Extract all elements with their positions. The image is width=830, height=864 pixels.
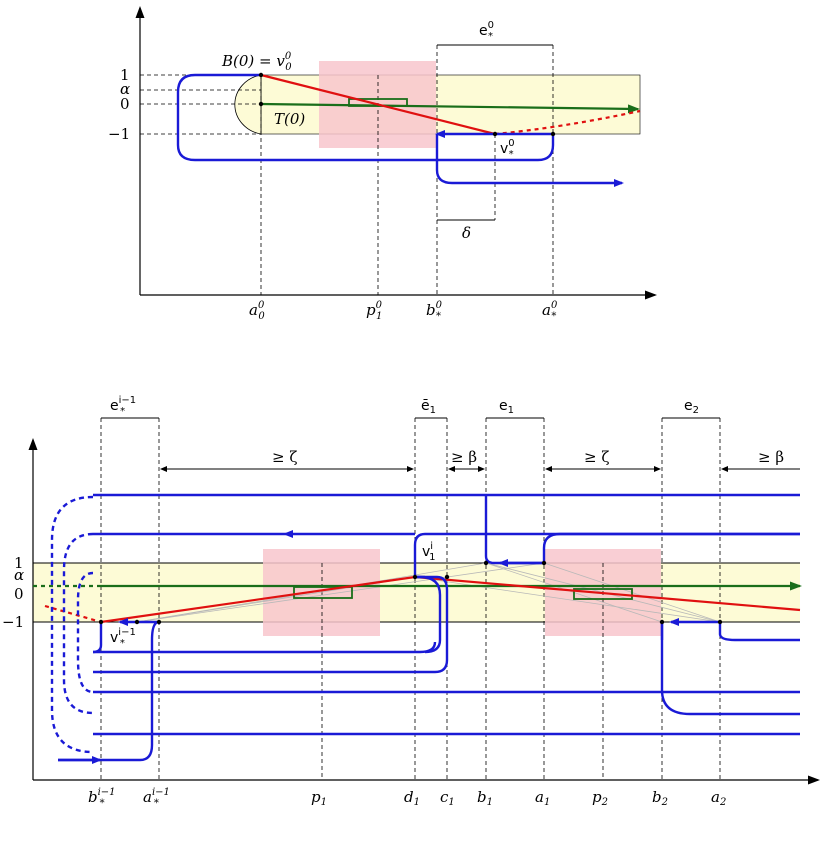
top-ytick-alpha: α [120, 80, 130, 98]
top-delta-label: δ [462, 224, 471, 242]
bottom-xtick-a1: a1 [535, 788, 550, 808]
bottom-ytick-alpha: α [14, 566, 24, 584]
top-vstar-label: v0* [500, 138, 515, 160]
bottom-xtick-a2: a2 [711, 788, 726, 808]
bottom-xtick-p2: p2 [592, 788, 608, 808]
bottom-e2-label: e2 [684, 398, 699, 416]
top-blue-trajectory [176, 73, 555, 162]
top-ytick-m1: −1 [108, 125, 130, 143]
bottom-xtick-astar: ai−1* [143, 787, 170, 809]
top-cap [234, 74, 262, 135]
bottom-xtick-d1: d1 [404, 788, 420, 808]
top-t0-label: T(0) [274, 110, 305, 128]
gap-beta-1: ≥ β [451, 448, 477, 466]
bottom-green-box-1 [293, 586, 353, 599]
top-green-box [348, 98, 408, 107]
bottom-red-path-1 [100, 575, 416, 624]
bottom-xtick-b1: b1 [477, 788, 493, 808]
bottom-diagram: 1 α 0 −1 ei−1* ē1 e1 e2 ≥ ζ ≥ β ≥ ζ ≥ β … [2, 395, 820, 809]
top-red-extension [494, 109, 641, 136]
bottom-xtick-p1: p1 [311, 788, 327, 808]
bottom-green-box-2 [573, 588, 633, 600]
gap-zeta-1: ≥ ζ [272, 448, 297, 466]
bottom-e1-label: e1 [499, 398, 514, 416]
bottom-xtick-c1: c1 [440, 788, 455, 808]
top-green-path [260, 102, 640, 114]
bottom-xtick-bstar: bi−1* [88, 787, 116, 809]
top-red-path [260, 73, 496, 136]
bottom-band [33, 563, 800, 622]
bottom-estar-label: ei−1* [110, 395, 136, 417]
bottom-blue-return [413, 532, 800, 577]
top-blue-exit [435, 134, 624, 187]
top-xtick-bstar: b0* [426, 300, 443, 322]
top-xtick-astar: a0* [542, 300, 558, 322]
top-estar-label: e0* [479, 20, 494, 42]
gap-zeta-2: ≥ ζ [584, 448, 609, 466]
bottom-xtick-b2: b2 [652, 788, 668, 808]
bottom-ytick-1: 1 [14, 554, 24, 572]
bottom-blue-entry [58, 620, 160, 762]
bottom-ytick-m1: −1 [2, 613, 24, 631]
bottom-red-path-2 [414, 575, 801, 612]
bottom-vstar-label: vi−1* [110, 627, 136, 649]
top-ytick-0: 0 [120, 95, 130, 113]
bottom-ebar1-label: ē1 [421, 398, 436, 416]
gap-beta-2: ≥ β [758, 448, 784, 466]
bottom-red-dashed [44, 604, 102, 624]
bottom-ytick-0: 0 [14, 585, 24, 603]
top-ytick-1: 1 [120, 66, 130, 84]
